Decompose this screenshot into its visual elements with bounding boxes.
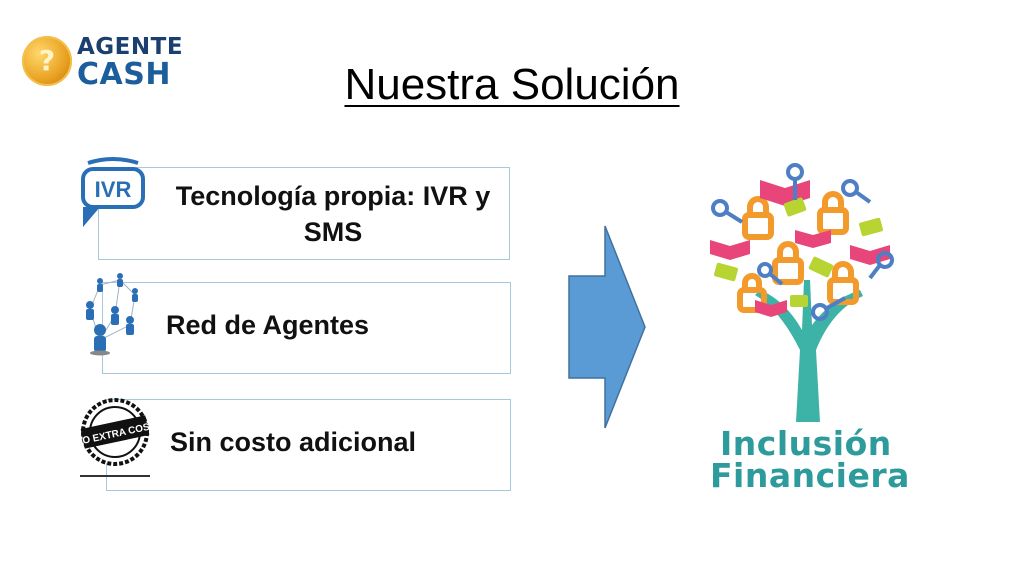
- item-box-ivr: [98, 167, 510, 260]
- slide-title: Nuestra Solución: [344, 60, 680, 109]
- tree-of-keys-locks-books-icon: [710, 163, 894, 422]
- item-box-agents: [102, 282, 511, 374]
- agent-network-icon: [86, 273, 138, 356]
- coin-mark: ?: [38, 44, 56, 77]
- coin-icon: [22, 36, 72, 86]
- ivr-icon-text: IVR: [95, 177, 132, 202]
- ivr-chat-icon: IVR: [81, 157, 145, 227]
- no-extra-cost-stamp-icon: NO EXTRA COST: [80, 398, 150, 477]
- right-arrow-icon: [568, 225, 646, 429]
- item-label-no-cost: Sin costo adicional: [170, 427, 417, 457]
- item-box-no-cost: [106, 399, 511, 491]
- item-label-ivr: Tecnología propia: IVR y SMS: [175, 181, 491, 247]
- inclusion-text-line2: Financiera: [710, 456, 910, 495]
- inclusion-text-line1: Inclusión: [720, 424, 892, 463]
- logo-text-bottom: CASH: [77, 57, 171, 92]
- logo-text-top: AGENTE: [77, 34, 184, 60]
- item-label-agents: Red de Agentes: [166, 310, 370, 340]
- agente-cash-logo: ? AGENTE CASH: [22, 30, 202, 92]
